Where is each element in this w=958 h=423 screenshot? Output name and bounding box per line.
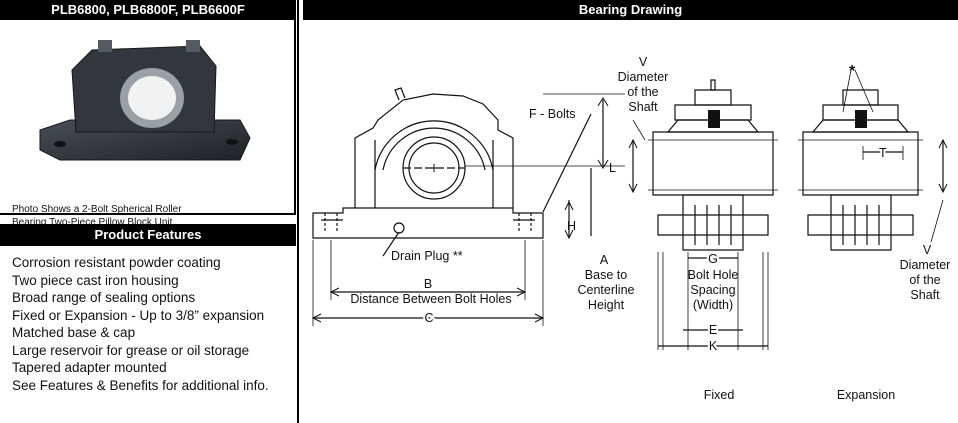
e-dimension-label: E xyxy=(709,323,717,337)
expansion-label: Expansion xyxy=(837,388,895,402)
k-dimension-label: K xyxy=(709,339,718,353)
g-description-line-2: Spacing xyxy=(690,283,735,297)
a-dimension-line-3: Height xyxy=(588,298,625,312)
a-dimension-letter: A xyxy=(600,253,609,267)
side-view-expansion xyxy=(798,69,923,251)
feature-item: Tapered adapter mounted xyxy=(12,360,167,375)
v-top-line-2: of the xyxy=(627,85,658,99)
a-dimension-line-1: Base to xyxy=(585,268,627,282)
f-bolts-label: F - Bolts xyxy=(529,107,576,121)
v-top-line-3: Shaft xyxy=(628,100,658,114)
l-dimension-label: L xyxy=(609,161,616,175)
b-dimension-label: B xyxy=(424,277,432,291)
v-top-line-1: Diameter xyxy=(618,70,669,84)
g-dimension-label: G xyxy=(708,252,718,266)
fixed-label: Fixed xyxy=(704,388,735,402)
v-right-line-3: Shaft xyxy=(910,288,940,302)
product-photo-panel: Photo Shows a 2-Bolt Spherical Roller Be… xyxy=(0,20,296,228)
c-dimension-label: C xyxy=(424,311,433,325)
bearing-drawing-header: Bearing Drawing xyxy=(303,0,958,20)
photo-caption-line-1: Photo Shows a 2-Bolt Spherical Roller xyxy=(12,204,182,215)
product-features-header: Product Features xyxy=(0,224,296,246)
feature-item: Fixed or Expansion - Up to 3/8” expansio… xyxy=(12,307,265,323)
h-dimension-label: H xyxy=(567,219,576,233)
a-dimension-line-2: Centerline xyxy=(578,283,635,297)
feature-item: Matched base & cap xyxy=(12,325,136,340)
photo-caption: Photo Shows a 2-Bolt Spherical Roller Be… xyxy=(12,203,272,229)
feature-item: See Features & Benefits for additional i… xyxy=(12,377,269,393)
feature-list: Corrosion resistant powder coating Two p… xyxy=(12,254,269,394)
front-view xyxy=(312,87,544,239)
star-callout: * xyxy=(849,63,856,80)
g-description-line-1: Bolt Hole xyxy=(688,268,739,282)
side-view-fixed xyxy=(648,79,778,251)
g-description-line-3: (Width) xyxy=(693,298,733,312)
bearing-center-fixed xyxy=(708,110,720,128)
v-right-line-1: Diameter xyxy=(900,258,951,272)
photo-caption-line-2: Bearing Two-Piece Pillow Block Unit xyxy=(12,217,173,228)
feature-item: Two piece cast iron housing xyxy=(12,272,179,288)
feature-item: Large reservoir for grease or oil storag… xyxy=(12,342,250,358)
t-dimension-label: T xyxy=(879,146,887,160)
feature-item: Corrosion resistant powder coating xyxy=(12,255,221,270)
bearing-drawing: F - Bolts V Diameter of the Shaft L H A … xyxy=(311,55,951,402)
bearing-center-expansion xyxy=(855,110,867,128)
v-top-letter: V xyxy=(639,55,648,69)
v-right-line-2: of the xyxy=(909,273,940,287)
panel-divider xyxy=(297,0,299,423)
product-title-header: PLB6800, PLB6800F, PLB6600F xyxy=(0,0,296,20)
feature-item: Broad range of sealing options xyxy=(12,290,196,305)
pillow-block-photo xyxy=(39,40,251,161)
drain-plug-label: Drain Plug ** xyxy=(391,249,463,263)
b-dimension-description: Distance Between Bolt Holes xyxy=(350,292,511,306)
v-right-letter: V xyxy=(923,243,932,257)
